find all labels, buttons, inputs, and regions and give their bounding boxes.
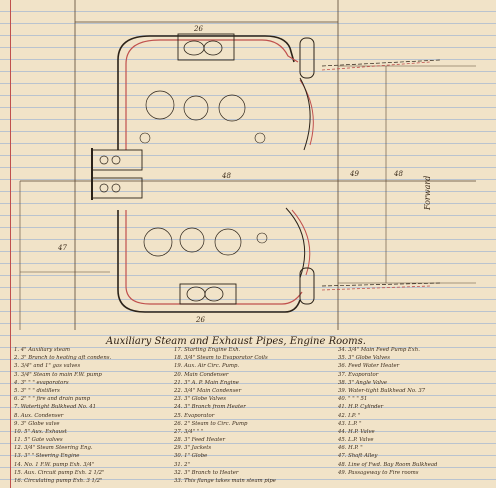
legend-entry: 13. 3" " Steering Engine	[14, 453, 80, 460]
ip-cylinder-lower	[179, 227, 205, 253]
upper-cylinder	[203, 40, 223, 56]
valve-upper	[139, 132, 151, 144]
legend-entry: 20. Main Condenser	[174, 371, 229, 378]
legend-entry: 38. 3" Angle Valve	[338, 379, 388, 386]
legend-entry: 3. 3/4" Steam to main F.W. pump	[14, 371, 102, 378]
legend-entry: 8. Aux. Condenser	[14, 412, 64, 419]
legend-entry: 27. 3/4" " "	[174, 428, 204, 435]
forward-label: Forward	[423, 176, 432, 211]
legend-entry: 33. This flange takes main steam pipe	[174, 478, 276, 484]
legend-entry: 14. No. 1 F.W. pump Exh. 3/4"	[14, 461, 95, 468]
dim-right-a: 49	[349, 170, 359, 178]
legend-entry: 15. Aux. Circuit pump Exh. 2 1/2"	[14, 469, 105, 476]
legend-entry: 22. 3/4" Main Condenser	[174, 387, 242, 394]
exhaust-pipe-bottom	[125, 210, 303, 305]
legend-entry: 43. L.P. "	[338, 420, 362, 427]
legend-entry: 32. 3" Branch to Heater	[174, 469, 239, 476]
dim-right-b: 48	[393, 170, 403, 178]
lp-cylinder-upper	[218, 94, 246, 122]
valve-lower	[256, 232, 268, 244]
hp-cylinder-lower	[143, 227, 173, 257]
steam-pipe-top	[117, 35, 151, 150]
legend-entry: 40. " " " 51	[338, 396, 368, 403]
branch-upper-right	[299, 77, 311, 151]
upper-condenser	[177, 33, 235, 61]
lower-cylinder	[204, 286, 224, 302]
legend-entry: 37. Evaporator	[338, 371, 379, 378]
left-valve	[99, 155, 109, 165]
legend-entry: 10. 5" Aux. Exhaust	[14, 428, 67, 435]
legend-entry: 25. Evaporator	[174, 412, 215, 419]
steam-pipe-bottom	[117, 210, 301, 313]
legend-entry: 16. Circulating pump Exh. 3 1/2"	[14, 478, 103, 484]
legend-entry: 49. Passageway to Fire rooms	[338, 469, 419, 476]
steam-pipe-top-run	[150, 35, 295, 63]
legend-entry: 35. 3" Globe Valves	[338, 355, 390, 362]
legend-entry: 18. 3/4" Steam to Evaporator Coils	[174, 355, 268, 362]
legend-entry: 23. 3" Globe Valves	[174, 396, 226, 403]
steam-to-forward	[321, 59, 441, 287]
lower-cylinder	[186, 286, 206, 302]
drawing-title: Auxiliary Steam and Exhaust Pipes, Engin…	[106, 336, 366, 347]
exhaust-to-forward	[321, 61, 431, 291]
left-valve-box-upper	[91, 149, 143, 171]
legend-entry: 44. H.P. Valve	[338, 428, 375, 435]
lower-condenser	[179, 283, 237, 305]
valve-upper	[254, 132, 266, 144]
lp-cylinder-lower	[214, 228, 242, 256]
legend-column-right: 34. 3/4" Main Feed Pump Exh. 35. 3" Globe…	[338, 346, 437, 477]
legend-entry: 7. Watertight Bulkhead No. 41	[14, 404, 96, 411]
legend-entry: 46. H.P. "	[338, 445, 363, 452]
legend-entry: 6. 2" " " fire and drain pump	[14, 396, 91, 403]
legend-entry: 48. Line of Fwd. Bay Room Bulkhead	[338, 461, 438, 468]
legend-entry: 29. 3" Jackets	[174, 445, 212, 452]
pipe-diagram: 26 26 48 49 48 47 Forward	[19, 0, 476, 330]
legend-column-middle: 17. Starting Engine Exh. 18. 3/4" Steam t…	[174, 346, 276, 485]
legend-column-left: 1. 4" Auxiliary steam 2. 3" Branch to hea…	[14, 346, 111, 485]
legend-entry: 45. L.P. Valve	[338, 437, 374, 444]
legend-entry: 19. Aux. Air Circ. Pump.	[174, 363, 240, 370]
hp-cylinder-upper	[145, 90, 175, 120]
legend-entry: 47. Shaft Alley	[338, 453, 378, 460]
legend-entry: 11. 5" Gate valves	[14, 437, 63, 444]
legend-entry: 2. 3" Branch to heating aft condens.	[14, 355, 112, 362]
ip-cylinder-upper	[183, 95, 209, 121]
exhaust-pipe-top	[125, 39, 299, 150]
upper-cylinder	[183, 40, 205, 56]
legend-entry: 26. 2" Steam to Circ. Pump	[174, 420, 248, 427]
dim-left: 47	[57, 244, 67, 252]
dim-top-bay: 26	[193, 25, 203, 33]
legend-entry: 28. 3" Feed Heater	[174, 437, 226, 444]
left-valve	[111, 183, 121, 193]
legend-entry: 24. 3" Branch from Heater	[174, 404, 246, 411]
legend-entry: 17. Starting Engine Exh.	[174, 347, 241, 353]
legend-entry: 5. 3" " " distillers	[14, 387, 60, 394]
legend-entry: 9. 3" Globe valve	[14, 420, 60, 427]
legend-entry: 34. 3/4" Main Feed Pump Exh.	[338, 347, 420, 353]
legend-entry: 39. Water-tight Bulkhead No. 37	[338, 387, 426, 394]
legend-entry: 42. I.P. "	[338, 412, 361, 419]
left-valve	[99, 183, 109, 193]
margin-line	[10, 0, 11, 488]
feed-heater-lower	[299, 267, 315, 305]
legend-entry: 1. 4" Auxiliary steam	[14, 347, 71, 353]
branch-lower-right	[285, 207, 306, 279]
legend-entry: 4. 3" " " evaporators	[14, 379, 69, 386]
legend-entry: 30. 1" Globe	[174, 453, 208, 460]
legend-entry: 36. Feed Water Heater	[338, 363, 400, 370]
legend-entry: 41. H.P. Cylinder	[338, 404, 384, 411]
legend-entry: 31. 2"	[174, 461, 190, 468]
legend-entry: 12. 3/4" Steam Steering Eng.	[14, 445, 93, 452]
feed-heater-upper	[299, 37, 315, 79]
legend-entry: 3. 3/4" and 1" gas valves	[14, 363, 81, 370]
dim-centre: 48	[221, 172, 231, 180]
left-valve	[111, 155, 121, 165]
dim-bottom-bay: 26	[195, 316, 205, 324]
legend-entry: 21. 3" A. P. Main Engine	[174, 379, 239, 386]
